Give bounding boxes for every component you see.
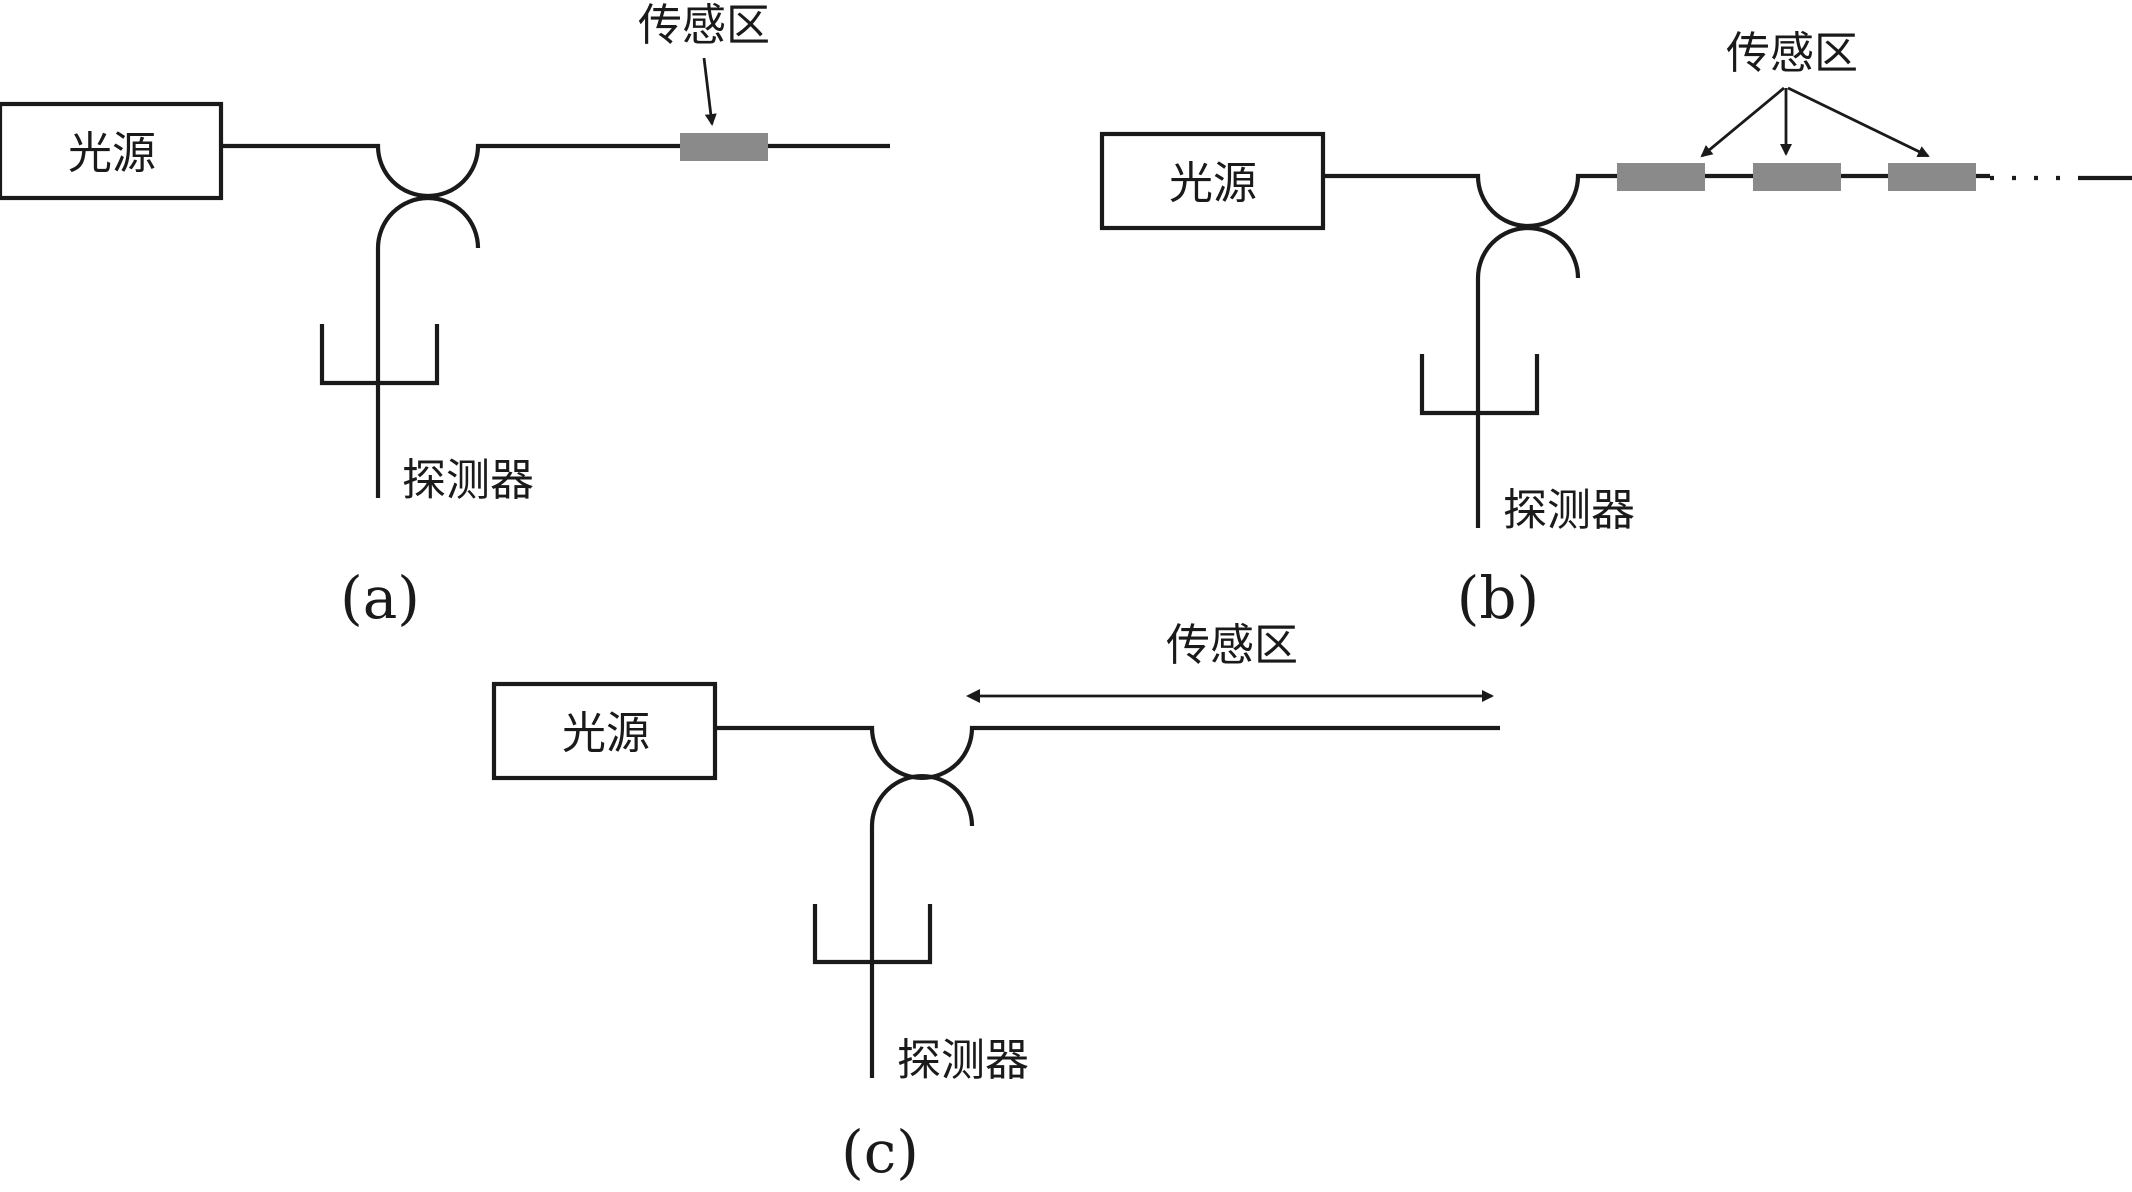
sensing-region-2 bbox=[1753, 163, 1841, 191]
sensing-arrow bbox=[702, 57, 717, 126]
detector-label: 探测器 bbox=[897, 1035, 1029, 1086]
detector-cup bbox=[319, 324, 440, 386]
light-source-box bbox=[0, 101, 224, 201]
sensing-arrow-3 bbox=[1787, 86, 1930, 158]
panel-caption-a: (a) bbox=[340, 564, 420, 632]
input-fiber bbox=[715, 725, 1500, 781]
sensing-label: 传感区 bbox=[1166, 620, 1298, 671]
sensing-label: 传感区 bbox=[638, 0, 770, 51]
panel-caption-c: (c) bbox=[841, 1118, 919, 1186]
sensing-arrow-1 bbox=[1700, 86, 1785, 158]
light-source-box bbox=[1099, 131, 1326, 231]
panel-c: 光源 传感区 探测器 (c) bbox=[491, 620, 1500, 1186]
light-source-box bbox=[491, 681, 718, 781]
light-source-label: 光源 bbox=[68, 128, 156, 179]
panel-a: 光源 传感区 探测器 (a) bbox=[0, 0, 890, 632]
sensing-region-1 bbox=[1617, 163, 1705, 191]
detector-fiber bbox=[869, 773, 975, 1078]
panel-b: 光源 传感区 探测器 (b) bbox=[1099, 28, 2132, 632]
detector-fiber bbox=[1475, 225, 1581, 528]
detector-cup bbox=[1419, 354, 1540, 416]
sensing-region bbox=[680, 133, 768, 161]
panel-caption-b: (b) bbox=[1457, 564, 1539, 632]
detector-cup bbox=[812, 904, 933, 965]
light-source-label: 光源 bbox=[562, 708, 650, 759]
sensing-span-arrow-start bbox=[966, 689, 980, 703]
sensing-label: 传感区 bbox=[1726, 28, 1858, 79]
input-fiber bbox=[221, 143, 890, 199]
sensing-region-3 bbox=[1888, 163, 1976, 191]
detector-label: 探测器 bbox=[1503, 485, 1635, 536]
detector-fiber bbox=[375, 195, 481, 498]
light-source-label: 光源 bbox=[1169, 158, 1257, 209]
detector-label: 探测器 bbox=[402, 455, 534, 506]
